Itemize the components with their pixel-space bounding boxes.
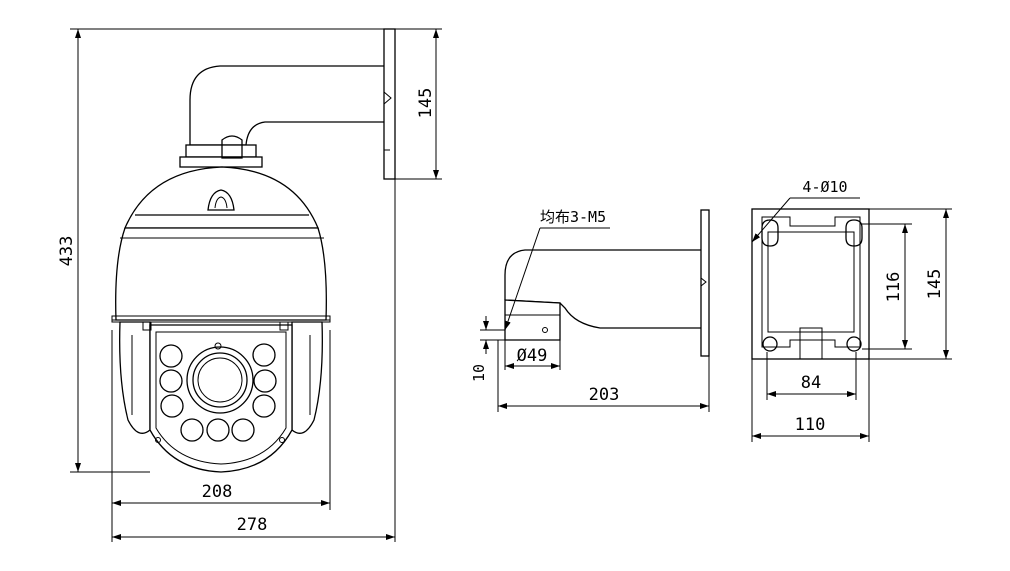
camera-front-view [111, 28, 396, 473]
dim-height-433: 433 [57, 236, 77, 267]
base-plate-outline [751, 208, 870, 360]
bracket-arm [189, 65, 384, 146]
dim-width-208: 208 [202, 482, 233, 502]
bracket-side-view: 均布3-M5 [504, 208, 710, 357]
dim-lip-10: 10 [470, 364, 488, 382]
mounting-hole-bl [762, 336, 778, 352]
camera-dimensions: 433 145 208 278 [57, 28, 442, 542]
thread-label: 均布3-M5 [540, 208, 606, 226]
base-plate-dimensions: 145 116 84 110 [751, 208, 952, 442]
dim-hole-span-84: 84 [801, 373, 821, 393]
bracket-side-dimensions: Ø49 10 203 [470, 316, 710, 412]
ir-led-array [159, 343, 277, 442]
mounting-hole-tr [845, 219, 863, 247]
dim-plate-width-110: 110 [795, 415, 826, 435]
dim-hole-span-116: 116 [884, 272, 904, 303]
bracket-profile [504, 249, 701, 329]
dim-length-203: 203 [589, 385, 620, 405]
hole-label: 4-Ø10 [802, 178, 847, 196]
dim-diameter-49: Ø49 [517, 346, 548, 366]
base-plate-view: 4-Ø10 [751, 178, 870, 360]
mounting-hole-br [846, 336, 862, 352]
dim-width-278: 278 [237, 515, 268, 535]
mounting-hole-tl [761, 219, 779, 247]
wall-plate [383, 28, 396, 180]
dim-bracket-145: 145 [416, 88, 436, 119]
dim-plate-height-145: 145 [925, 269, 945, 300]
lens [186, 346, 254, 414]
